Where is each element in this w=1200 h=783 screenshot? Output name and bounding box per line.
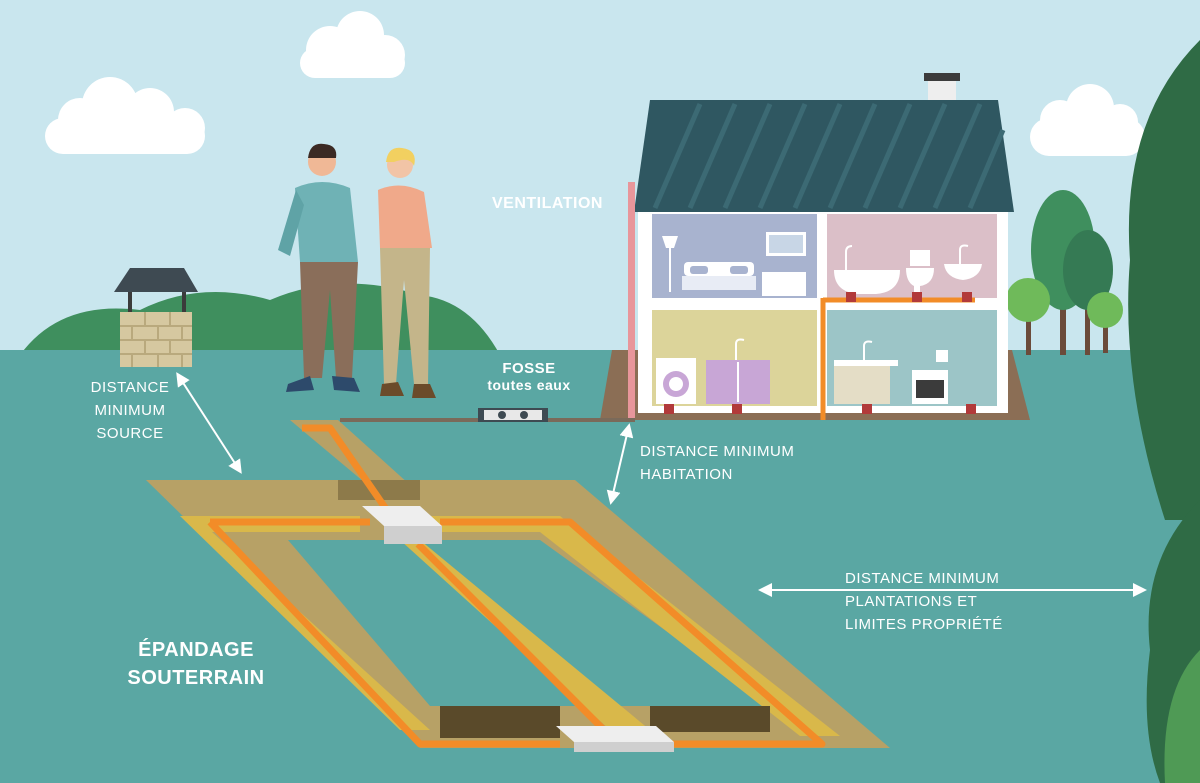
dresser [762, 272, 806, 296]
ventilation-pipe [628, 182, 635, 422]
fosse-label: FOSSE toutes eaux [470, 360, 588, 393]
drain-pipes [207, 424, 826, 748]
distance-plantations-line: DISTANCE MINIMUM [845, 570, 1000, 587]
distance-habitation-label: DISTANCE MINIMUM HABITATION [640, 440, 794, 486]
distance-habitation-line: DISTANCE MINIMUM [640, 443, 795, 460]
distribution-box-icon [556, 726, 674, 752]
distribution-box-icon [362, 506, 442, 544]
cloud-icon [300, 11, 405, 78]
ventilation-label: VENTILATION [492, 195, 603, 212]
oven-icon [912, 350, 948, 404]
double-arrow-icon [176, 372, 242, 474]
septic-tank-icon [478, 408, 548, 422]
lamp-icon [662, 236, 678, 292]
house-icon [600, 73, 1030, 422]
distance-source-line: MINIMUM [94, 402, 166, 419]
distance-plantations-line: PLANTATIONS ET [845, 593, 978, 610]
roof [634, 100, 1014, 212]
sink-icon [834, 340, 898, 404]
epandage-line: SOUTERRAIN [127, 667, 265, 689]
distance-plantations-line: LIMITES PROPRIÉTÉ [845, 616, 1003, 633]
couple-icon [278, 143, 436, 398]
chimney [928, 80, 956, 100]
fosse-subtitle: toutes eaux [487, 377, 571, 393]
distance-plantations-label: DISTANCE MINIMUM PLANTATIONS ET LIMITES … [845, 567, 1003, 636]
bed-icon [682, 262, 756, 290]
distance-source-label: DISTANCE MINIMUM SOURCE [78, 376, 182, 445]
laundry-cabinet [706, 338, 770, 404]
tree-icon [1128, 40, 1200, 783]
washing-machine-icon [656, 358, 696, 404]
double-arrow-icon [606, 423, 634, 505]
cloud-icon [1030, 84, 1145, 156]
sink-icon [944, 244, 982, 280]
epandage-line: ÉPANDAGE [138, 639, 254, 661]
tv-icon [766, 232, 806, 256]
epandage-label: ÉPANDAGE SOUTERRAIN [110, 636, 282, 692]
toilet-icon [906, 250, 934, 296]
distance-source-line: DISTANCE [90, 379, 170, 396]
cloud-icon [45, 77, 205, 154]
distance-habitation-line: HABITATION [640, 466, 733, 483]
bathtub-icon [834, 245, 900, 294]
tree-icon [1006, 190, 1123, 355]
distance-source-line: SOURCE [96, 425, 164, 442]
well-icon [114, 268, 198, 367]
fosse-title: FOSSE [502, 360, 556, 377]
